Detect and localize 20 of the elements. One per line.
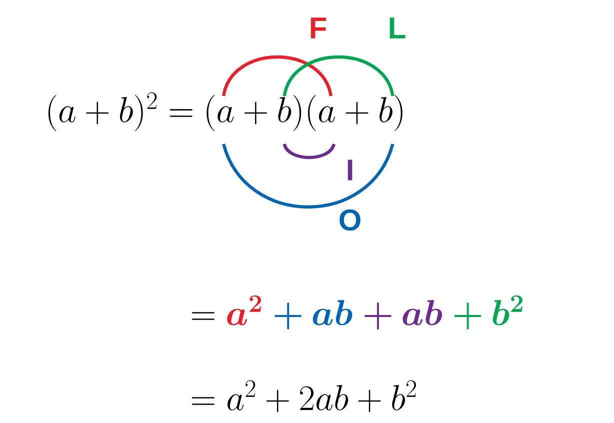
edge-label: F [310,18,326,38]
term: $b^{2}$ [492,295,522,326]
term: $+$ [274,302,302,330]
edge-label: I [348,160,352,180]
term: $ab$ [312,300,352,326]
term: $+$ [364,302,392,330]
factor: $(a+b)$ [206,95,302,131]
edge-label: L [390,18,406,38]
edge-label: O [340,209,360,231]
term: $=$ [192,312,214,320]
formula: $= a^{2} + 2ab + b^{2}$ [192,380,416,412]
arc [222,55,332,96]
arc [222,143,394,208]
term: $a^{2}$ [227,295,262,326]
arc [282,55,394,96]
formula: $(a+b)^{2} =$ [48,92,192,131]
factor: $(a+b)$ [308,95,402,131]
term: $+$ [454,302,482,330]
arc [282,143,336,160]
term: $ab$ [402,300,442,326]
